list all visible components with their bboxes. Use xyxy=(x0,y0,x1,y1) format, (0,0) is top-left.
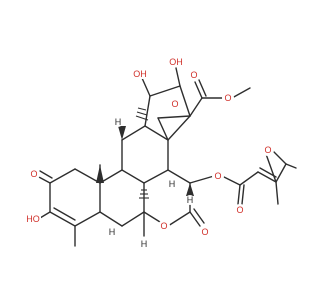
svg-text:O: O xyxy=(224,93,231,103)
ester-carbonyl-oxygen-label: O xyxy=(188,69,200,81)
lactone-ring-oxygen-label: O xyxy=(158,220,170,232)
svg-text:O: O xyxy=(264,145,271,155)
svg-text:HO: HO xyxy=(26,214,40,224)
h-c7-label: H xyxy=(167,179,177,189)
epoxide-oxygen-label: O xyxy=(262,144,274,156)
svg-text:OH: OH xyxy=(169,57,183,67)
atom-labels: O HO OH OH O O O O xyxy=(25,56,274,249)
lactone-carbonyl-oxygen-label: O xyxy=(199,226,211,238)
hydroxyl-upper-left-label: OH xyxy=(132,68,148,79)
h-acyl-label: H xyxy=(185,195,195,205)
svg-text:H: H xyxy=(141,239,148,249)
bridge-ether-oxygen-label: O xyxy=(169,98,181,110)
h-lactone-label: H xyxy=(139,239,149,249)
svg-text:O: O xyxy=(236,205,243,215)
acyl-ester-oxygen-label: O xyxy=(212,170,224,182)
svg-text:O: O xyxy=(171,99,178,109)
ester-single-oxygen-label: O xyxy=(222,92,234,104)
svg-text:O: O xyxy=(214,171,221,181)
svg-text:H: H xyxy=(187,195,194,205)
svg-text:O: O xyxy=(160,221,167,231)
svg-text:H: H xyxy=(115,117,122,127)
svg-text:O: O xyxy=(190,70,197,80)
stereo-bonds xyxy=(96,107,194,199)
h-4a-label: H xyxy=(107,227,117,237)
svg-text:O: O xyxy=(30,169,37,179)
svg-text:H: H xyxy=(109,227,116,237)
svg-text:H: H xyxy=(169,179,176,189)
chemical-structure-diagram: O HO OH OH O O O O xyxy=(25,56,297,249)
bonds xyxy=(36,67,297,247)
hydroxyl-top-label: OH xyxy=(168,56,184,67)
acyl-carbonyl-oxygen-label: O xyxy=(234,204,246,216)
svg-text:OH: OH xyxy=(133,69,147,79)
enol-hydroxyl-label: HO xyxy=(25,213,41,224)
svg-text:O: O xyxy=(201,227,208,237)
h-9-label: H xyxy=(113,117,123,127)
ketone-oxygen-label: O xyxy=(28,168,40,180)
